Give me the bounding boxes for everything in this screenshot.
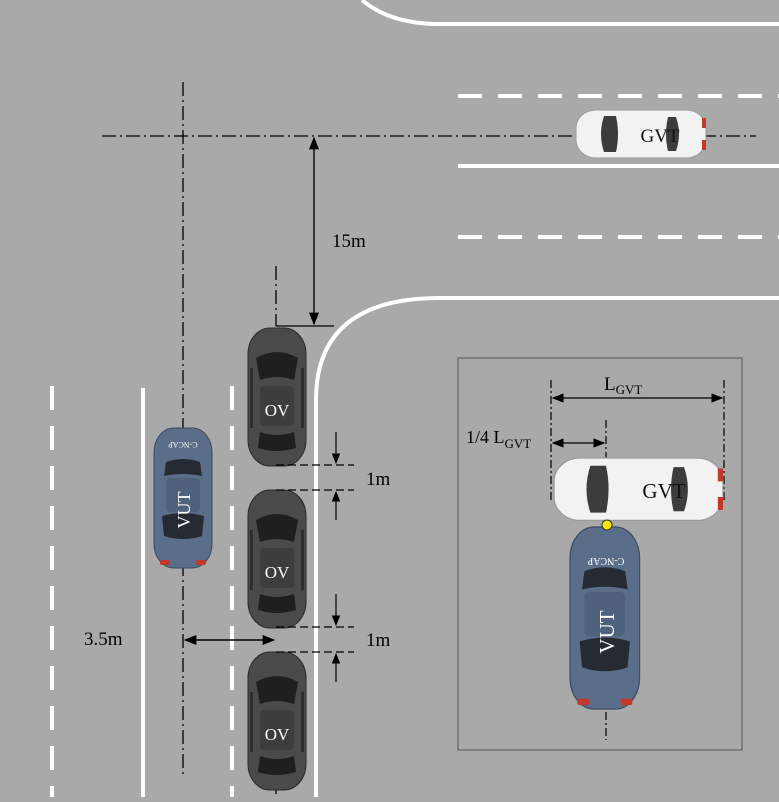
gvt-label: GVT bbox=[640, 126, 679, 147]
dimension-lateral: 3.5m bbox=[84, 629, 276, 650]
vut-logo-inset: C-NCAP bbox=[587, 555, 624, 566]
dimension-15m-label: 15m bbox=[332, 231, 366, 252]
road-edges bbox=[141, 0, 779, 797]
gvt-vehicle-inset bbox=[553, 457, 724, 522]
dimension-gap-top bbox=[276, 432, 354, 520]
ov-vehicle-3: OV bbox=[247, 651, 307, 791]
ov-vehicle-2: OV bbox=[247, 489, 307, 629]
vut-vehicle: C-NCAP VUT bbox=[153, 427, 213, 569]
ov-label-3: OV bbox=[265, 725, 290, 744]
dimension-gap-bottom-label: 1m bbox=[366, 630, 391, 651]
dimension-15m: 15m bbox=[276, 136, 366, 327]
ov-label-2: OV bbox=[265, 563, 290, 582]
ov-label-1: OV bbox=[265, 401, 290, 420]
impact-detail-inset: LGVT 1/4 LGVT GVT C-NCAP VUT bbox=[457, 357, 743, 751]
vut-label: VUT bbox=[174, 492, 194, 529]
ov-vehicle-1: OV bbox=[247, 327, 307, 467]
length-gvt-label: LGVT bbox=[604, 374, 642, 397]
dimension-lateral-label: 3.5m bbox=[84, 629, 123, 650]
gvt-label-inset: GVT bbox=[642, 479, 685, 503]
gvt-vehicle: GVT bbox=[575, 109, 707, 159]
quarter-length-label: 1/4 LGVT bbox=[466, 427, 531, 451]
dimension-gap-top-label: 1m bbox=[366, 469, 391, 490]
lane-markings bbox=[50, 94, 779, 797]
impact-point-marker bbox=[601, 519, 613, 531]
vut-logo: C-NCAP bbox=[168, 440, 198, 449]
vut-label-inset: VUT bbox=[595, 610, 619, 653]
dimension-gap-bottom bbox=[276, 594, 354, 682]
